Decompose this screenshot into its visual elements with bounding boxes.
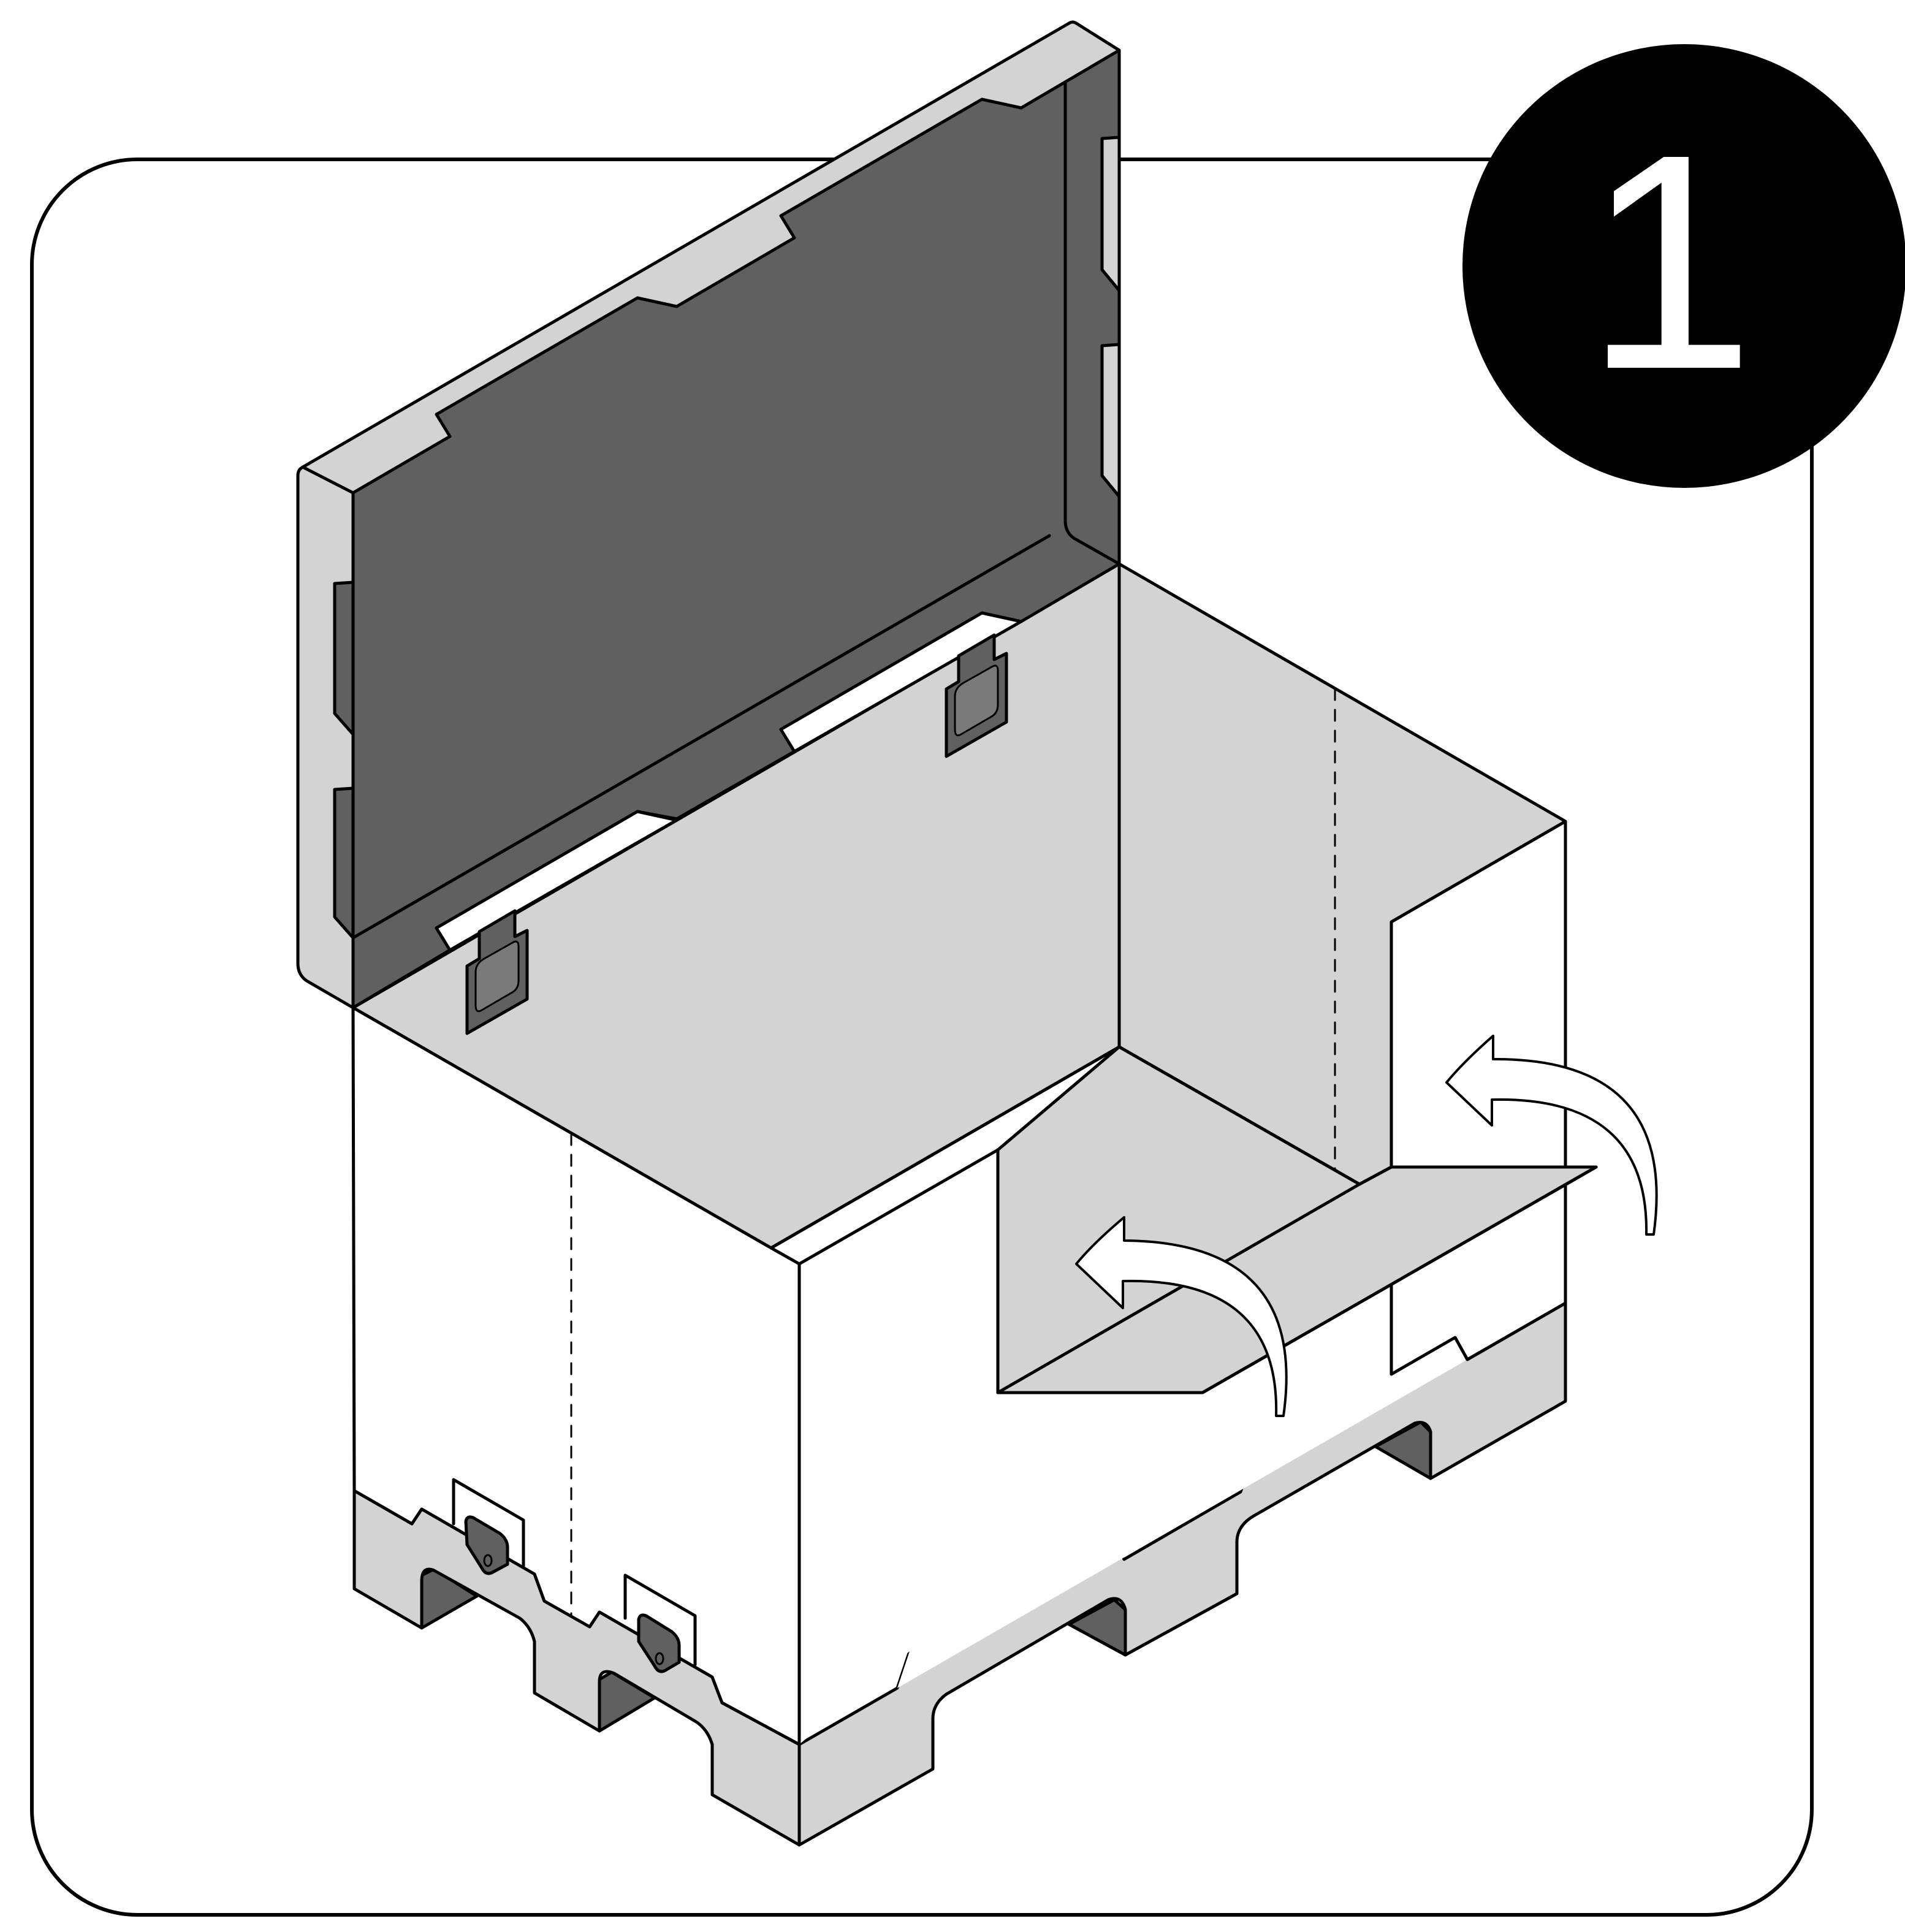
open-lid bbox=[296, 20, 1121, 1010]
fold-arrow-icon bbox=[1075, 1216, 1288, 1417]
latch-icon bbox=[945, 633, 1008, 758]
interior-edge bbox=[769, 1045, 1121, 1250]
lid-slot bbox=[435, 810, 679, 952]
interior-edge bbox=[1117, 1045, 1361, 1186]
lid-slot bbox=[779, 611, 1023, 753]
lid-edge bbox=[301, 465, 355, 495]
latch-icon bbox=[452, 1478, 525, 1575]
pallet-side-right bbox=[797, 1301, 1567, 1847]
pallet-base bbox=[352, 1301, 1567, 1847]
lid-crease bbox=[351, 534, 1051, 940]
interior-edge bbox=[996, 1182, 1361, 1394]
step-badge: 1 bbox=[1462, 44, 1905, 488]
step-number: 1 bbox=[1584, 90, 1755, 433]
latch-icon bbox=[623, 1573, 697, 1673]
pallet-side-left bbox=[352, 1489, 801, 1847]
front-right-wall bbox=[799, 1150, 1565, 1744]
fold-arrow-icon bbox=[1445, 1035, 1658, 1236]
latch-icon bbox=[465, 909, 529, 1035]
